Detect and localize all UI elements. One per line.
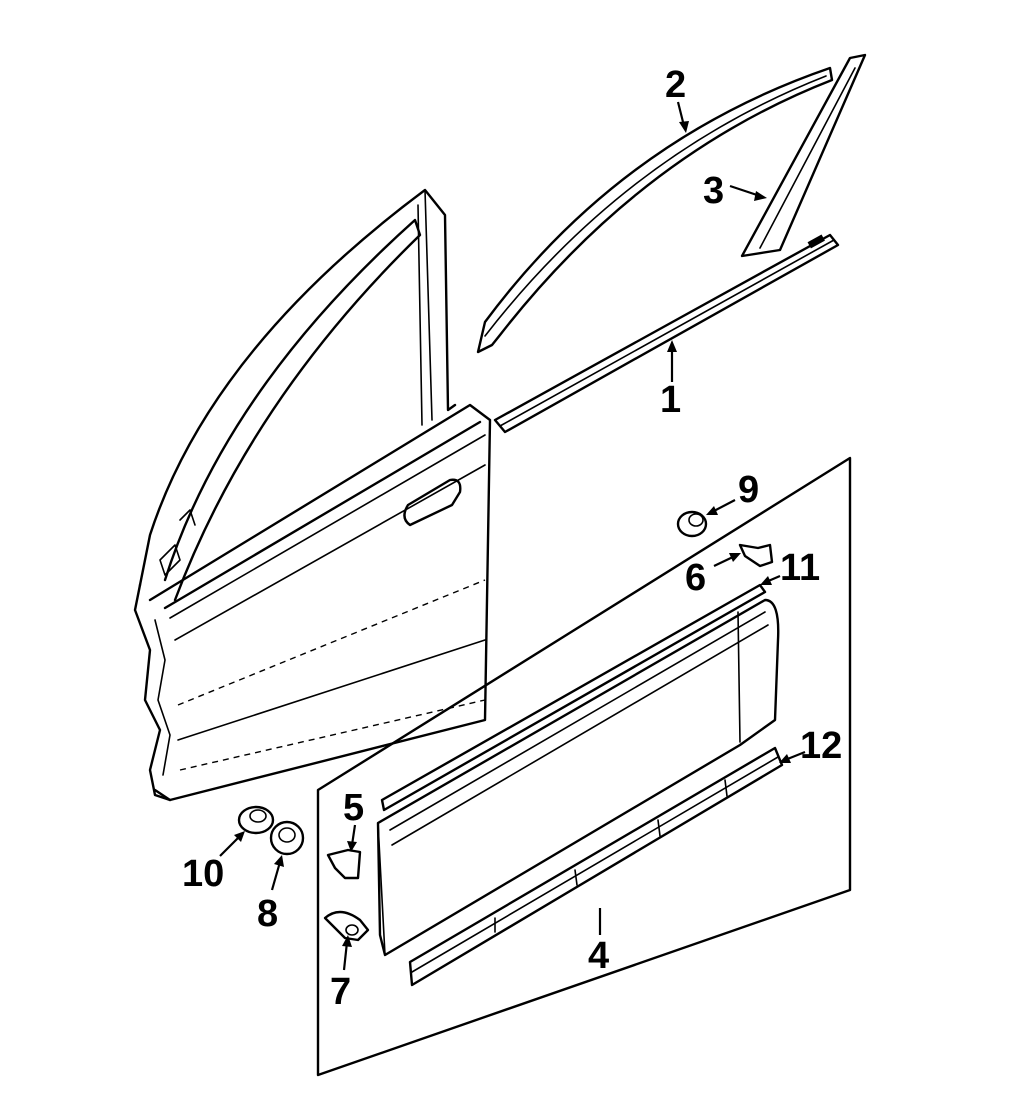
part-12-lower-strip — [408, 746, 784, 987]
part-7-push-fastener — [323, 910, 370, 942]
callout-7: 7 — [330, 971, 351, 1013]
part-5-clip — [326, 848, 362, 880]
part-1-belt-moulding — [493, 233, 840, 434]
callout-9: 9 — [738, 469, 759, 511]
part-4-moulding-kit-frame — [316, 456, 852, 1077]
callout-11: 11 — [780, 547, 820, 589]
callout-3: 3 — [703, 170, 724, 212]
front-door-shell — [133, 188, 492, 802]
callout-4: 4 — [588, 935, 609, 977]
callout-8: 8 — [257, 893, 278, 935]
callout-6: 6 — [685, 557, 706, 599]
callout-5: 5 — [343, 787, 364, 829]
part-3-pillar-garnish — [740, 53, 867, 258]
callout-1: 1 — [660, 379, 681, 421]
callout-10: 10 — [182, 853, 224, 895]
part-10-grommet — [237, 805, 275, 835]
side-moulding-panel — [376, 598, 780, 957]
part-2-window-moulding — [476, 66, 834, 354]
part-6-clip — [738, 543, 774, 568]
callout-2: 2 — [665, 64, 686, 106]
callout-leaders — [219, 101, 806, 971]
part-11-upper-strip — [380, 583, 767, 812]
part-8-grommet — [269, 820, 305, 856]
callout-12: 12 — [800, 725, 842, 767]
part-9-grommet — [676, 510, 708, 538]
